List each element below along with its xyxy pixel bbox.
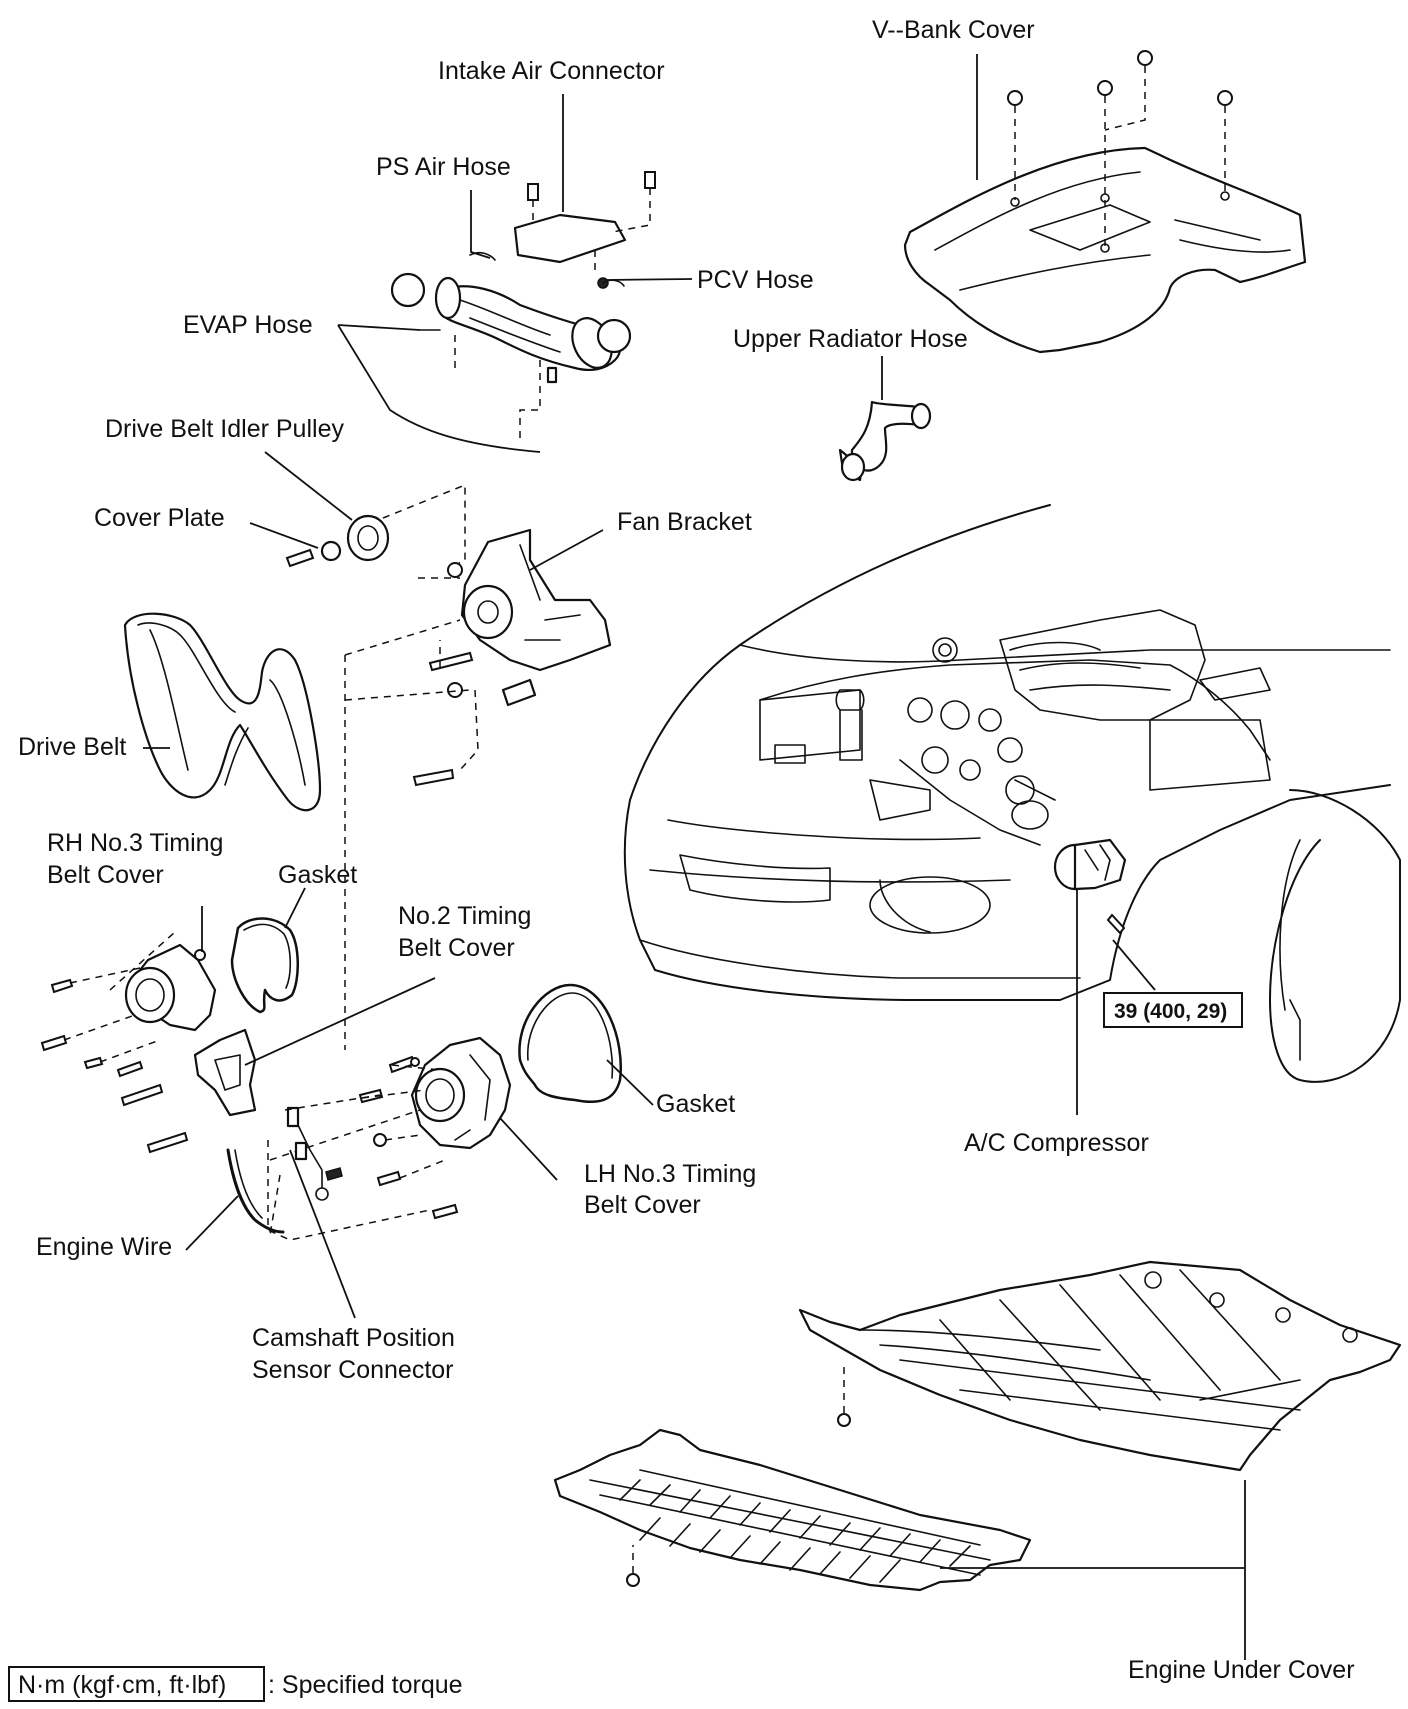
torque-legend: N·m (kgf·cm, ft·lbf) : Specified torque — [8, 1666, 463, 1702]
label-v-bank-cover: V--Bank Cover — [872, 16, 1035, 44]
gasket-upper-part — [230, 917, 300, 1014]
engine-wire-leader — [185, 1195, 239, 1251]
label-ac-compressor: A/C Compressor — [964, 1129, 1149, 1157]
no2-timing-belt-cover-part — [116, 1028, 257, 1154]
label-no2-line2: Belt Cover — [398, 934, 515, 962]
label-ps-air-hose: PS Air Hose — [376, 153, 511, 181]
torque-spec-value: 39 (400, 29) — [1114, 1000, 1227, 1023]
label-upper-radiator-hose: Upper Radiator Hose — [733, 325, 968, 353]
label-engine-wire: Engine Wire — [36, 1233, 172, 1261]
camshaft-connector-leader — [289, 1149, 356, 1319]
engine-bay-detail — [759, 609, 1271, 935]
label-lh-no3-line1: LH No.3 Timing — [584, 1160, 756, 1188]
fan-bracket-leader — [529, 529, 604, 571]
gasket-lower-leader — [606, 1059, 654, 1106]
label-evap-hose: EVAP Hose — [183, 311, 313, 339]
engine-wire-part — [226, 1148, 285, 1234]
gasket-lower-part — [518, 983, 622, 1104]
fan-bracket-part — [344, 528, 612, 1050]
upper-radiator-hose-part — [838, 400, 932, 482]
label-camshaft-line2: Sensor Connector — [252, 1356, 454, 1384]
idler-pulley-leader — [264, 451, 353, 521]
car-body-outline — [623, 504, 1401, 1083]
label-gasket-upper: Gasket — [278, 861, 357, 889]
engine-under-cover-upper-part — [798, 1260, 1402, 1472]
label-fan-bracket: Fan Bracket — [617, 508, 752, 536]
cover-plate-leader — [249, 522, 319, 549]
evap-hose-leader — [337, 324, 541, 453]
no2-cover-leader — [244, 977, 436, 1066]
label-camshaft-line1: Camshaft Position — [252, 1324, 455, 1352]
label-rh-no3-line2: Belt Cover — [47, 861, 164, 889]
lh-no3-timing-belt-cover-part — [269, 1036, 512, 1236]
label-no2-line1: No.2 Timing — [398, 902, 531, 930]
v-bank-cover-part — [903, 146, 1307, 354]
idler-pulley-part — [285, 483, 466, 568]
gasket-upper-leader — [284, 887, 306, 929]
v-bank-cover-nuts — [1007, 50, 1233, 250]
label-gasket-lower: Gasket — [656, 1090, 735, 1118]
rh-no3-timing-belt-cover-part — [40, 931, 217, 1070]
camshaft-sensor-connector-part — [267, 1094, 431, 1241]
ac-bolt-leader — [1112, 939, 1156, 991]
legend-unit-box: N·m (kgf·cm, ft·lbf) — [18, 1671, 226, 1699]
legend-description: : Specified torque — [268, 1671, 463, 1699]
label-cover-plate: Cover Plate — [94, 504, 225, 532]
label-intake-air-connector: Intake Air Connector — [438, 57, 665, 85]
lh-no3-leader — [499, 1117, 558, 1181]
torque-spec-badge: 39 (400, 29) — [1103, 992, 1243, 1028]
label-lh-no3-line2: Belt Cover — [584, 1191, 701, 1219]
engine-under-cover-leader — [940, 1480, 1246, 1660]
label-rh-no3-line1: RH No.3 Timing — [47, 829, 223, 857]
ps-air-hose-leader — [470, 190, 491, 259]
drive-belt-part — [123, 612, 322, 812]
pcv-hose-leader — [604, 278, 693, 281]
label-drive-belt-idler-pulley: Drive Belt Idler Pulley — [105, 415, 344, 443]
intake-air-connector-part — [390, 171, 656, 440]
engine-under-cover-lower-part — [553, 1428, 1032, 1592]
label-pcv-hose: PCV Hose — [697, 266, 814, 294]
label-drive-belt: Drive Belt — [18, 733, 126, 761]
label-engine-under-cover: Engine Under Cover — [1128, 1656, 1355, 1684]
